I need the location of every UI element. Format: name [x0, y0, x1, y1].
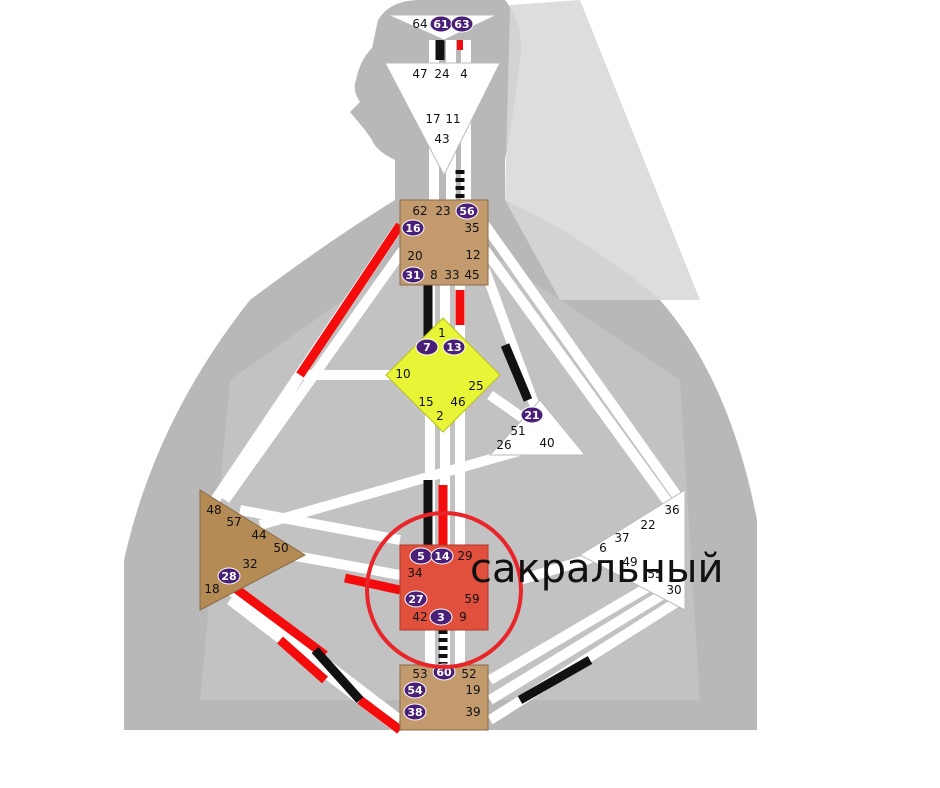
- gate-label-34: 34: [407, 566, 422, 580]
- gate-label-50: 50: [273, 541, 288, 555]
- sacral-highlight-circle: [365, 511, 523, 669]
- gate-label-40: 40: [539, 436, 554, 450]
- ajna-center: [384, 62, 501, 177]
- gate-label-21: 21: [524, 409, 539, 422]
- mixed-channels: [438, 170, 465, 665]
- gate-badge-7: [415, 338, 439, 356]
- gate-label-13: 13: [446, 341, 461, 354]
- gate-label-15: 15: [418, 395, 433, 409]
- gate-label-11: 11: [445, 112, 460, 126]
- gate-label-36: 36: [664, 503, 679, 517]
- gate-label-2: 2: [436, 409, 444, 423]
- gate-label-25: 25: [468, 379, 483, 393]
- gate-label-1: 1: [438, 326, 446, 340]
- gate-label-26: 26: [496, 438, 511, 452]
- gate-label-17: 17: [425, 112, 440, 126]
- gate-label-51: 51: [510, 424, 525, 438]
- gate-badge-56: [455, 202, 479, 220]
- gate-label-62: 62: [412, 204, 427, 218]
- gate-label-12: 12: [465, 248, 480, 262]
- gate-label-6: 6: [599, 541, 607, 555]
- gate-label-19: 19: [465, 683, 480, 697]
- gate-label-52: 52: [461, 667, 476, 681]
- gate-label-27: 27: [408, 593, 423, 606]
- defined-channels: [232, 222, 465, 734]
- gate-badge-54: [403, 681, 427, 699]
- gate-label-43: 43: [434, 132, 449, 146]
- gate-label-37: 37: [614, 531, 629, 545]
- gate-label-54: 54: [407, 684, 423, 697]
- gate-badge-14: [430, 547, 454, 565]
- gate-label-29: 29: [457, 549, 472, 563]
- gate-label-8: 8: [430, 268, 438, 282]
- gate-label-64: 64: [412, 17, 427, 31]
- gate-label-56: 56: [459, 205, 475, 218]
- gate-label-22: 22: [640, 518, 655, 532]
- gate-label-28: 28: [221, 570, 236, 583]
- gate-label-60: 60: [436, 666, 452, 679]
- gate-label-3: 3: [437, 611, 445, 624]
- gate-label-55: 55: [647, 567, 662, 581]
- gate-label-16: 16: [405, 222, 421, 235]
- solar-plexus-center: [578, 489, 686, 611]
- gate-badge-31: [401, 266, 425, 284]
- gate-label-7: 7: [423, 341, 431, 354]
- gate-label-53: 53: [412, 667, 427, 681]
- gate-badge-16: [401, 219, 425, 237]
- gate-label-57: 57: [226, 515, 241, 529]
- gate-label-10: 10: [395, 367, 410, 381]
- gate-badge-38: [403, 703, 427, 721]
- gate-label-20: 20: [407, 249, 422, 263]
- gate-label-59: 59: [464, 592, 479, 606]
- gate-badge-13: [442, 338, 466, 356]
- light-cone: [505, 0, 700, 300]
- gate-label-18: 18: [204, 582, 219, 596]
- gate-badge-63: [450, 15, 474, 33]
- gate-label-5: 5: [417, 550, 425, 563]
- gate-label-45: 45: [464, 268, 479, 282]
- gate-label-49: 49: [622, 555, 637, 569]
- gate-label-9: 9: [459, 610, 467, 624]
- gate-label-14: 14: [434, 550, 450, 563]
- gate-badge-28: [217, 567, 241, 585]
- gate-label-32: 32: [242, 557, 257, 571]
- gate-label-24: 24: [434, 67, 449, 81]
- gate-badge-27: [404, 590, 428, 608]
- gate-label-63: 63: [454, 18, 469, 31]
- gate-label-35: 35: [464, 221, 479, 235]
- g-center: [385, 317, 501, 433]
- gate-label-47: 47: [412, 67, 427, 81]
- personality-channels: [311, 40, 593, 704]
- gate-label-23: 23: [435, 204, 450, 218]
- gate-label-44: 44: [251, 528, 266, 542]
- sacral-annotation-label: сакральный: [470, 546, 723, 592]
- gate-label-4: 4: [460, 67, 468, 81]
- gate-label-38: 38: [407, 706, 422, 719]
- gate-label-48: 48: [206, 503, 221, 517]
- gate-badge-3: [429, 608, 453, 626]
- gate-label-42: 42: [412, 610, 427, 624]
- gate-label-46: 46: [450, 395, 465, 409]
- ego-center: [488, 399, 587, 456]
- gate-label-39: 39: [465, 705, 480, 719]
- gate-label-30: 30: [666, 583, 681, 597]
- gate-label-33: 33: [444, 268, 459, 282]
- gate-label-31: 31: [405, 269, 420, 282]
- gate-label-61: 61: [433, 18, 448, 31]
- gate-badge-21: [520, 406, 544, 424]
